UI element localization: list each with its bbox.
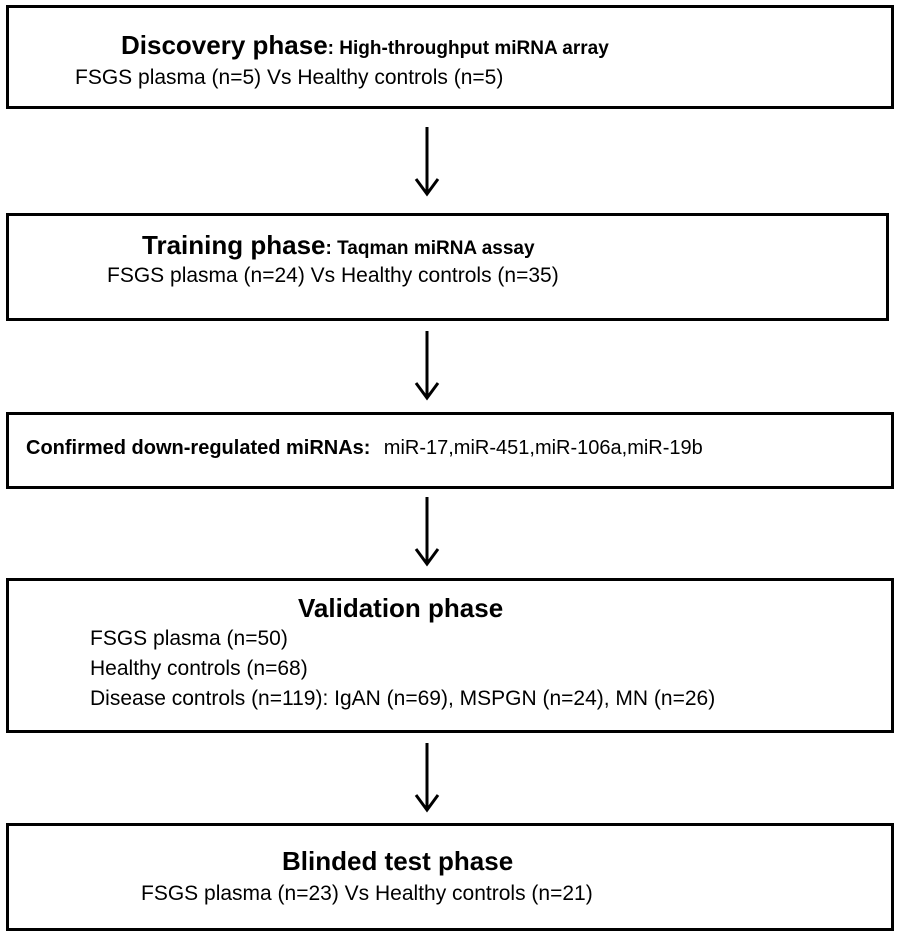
arrow-discovery-to-training [414,127,440,197]
training-phase-method: : Taqman miRNA assay [325,238,535,259]
blinded-test-phase-cohort: FSGS plasma (n=23) Vs Healthy controls (… [141,882,593,905]
confirmed-mirnas-line: Confirmed down-regulated miRNAs: miR-17,… [26,437,703,460]
blinded-test-phase-title: Blinded test phase [282,846,514,876]
discovery-phase-cohort: FSGS plasma (n=5) Vs Healthy controls (n… [75,66,504,89]
confirmed-mirnas-list: miR-17,miR-451,miR-106a,miR-19b [383,437,703,459]
training-phase-heading: Training phase: Taqman miRNA assay [142,230,535,261]
validation-phase-box: Validation phase FSGS plasma (n=50) Heal… [6,578,894,733]
validation-fsgs-cohort: FSGS plasma (n=50) [90,627,288,650]
training-phase-title: Training phase [142,230,326,260]
validation-healthy-cohort: Healthy controls (n=68) [90,657,308,680]
discovery-phase-box: Discovery phase: High-throughput miRNA a… [6,5,894,109]
arrow-training-to-confirmed [414,331,440,401]
arrow-validation-to-blinded [414,743,440,813]
discovery-phase-title: Discovery phase [121,30,328,60]
training-phase-box: Training phase: Taqman miRNA assay FSGS … [6,213,889,321]
validation-disease-cohort: Disease controls (n=119): IgAN (n=69), M… [90,687,716,710]
discovery-phase-heading: Discovery phase: High-throughput miRNA a… [121,30,609,61]
confirmed-mirnas-box: Confirmed down-regulated miRNAs: miR-17,… [6,412,894,489]
confirmed-mirnas-label: Confirmed down-regulated miRNAs: [26,437,371,459]
validation-phase-title: Validation phase [298,593,504,623]
blinded-test-phase-box: Blinded test phase FSGS plasma (n=23) Vs… [6,823,894,931]
arrow-confirmed-to-validation [414,497,440,567]
training-phase-cohort: FSGS plasma (n=24) Vs Healthy controls (… [107,264,559,287]
discovery-phase-method: : High-throughput miRNA array [327,38,609,59]
